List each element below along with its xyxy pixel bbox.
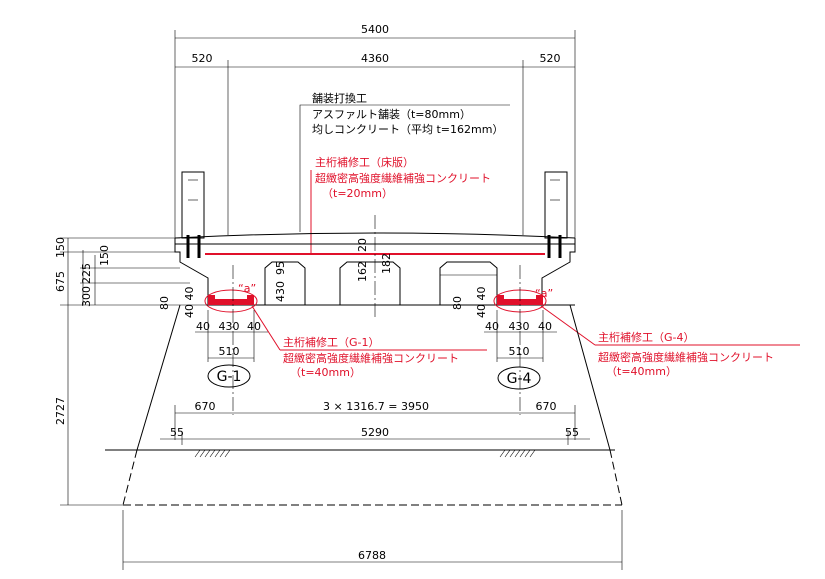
g4-bottom-dims: 40 430 40 510 G-4 (484, 310, 557, 390)
dim-4040-g4: 40 40 (475, 287, 488, 319)
dim-182: 182 (380, 253, 393, 274)
g4-dim-40b: 40 (538, 320, 552, 333)
dim-5290: 5290 (361, 426, 389, 439)
pavement-note: 舗装打換工 アスファルト舗装（t=80mm） 均しコンクリート（平均 t=162… (299, 91, 510, 232)
dim-670-left: 670 (195, 400, 216, 413)
g1-dim-40a: 40 (196, 320, 210, 333)
barrier-left (181, 171, 205, 258)
g1-dim-40b: 40 (247, 320, 261, 333)
top-dimensions: 5400 520 4360 520 (174, 23, 576, 240)
voids (264, 261, 498, 305)
dim-2727: 2727 (54, 397, 67, 425)
g1-dim-510: 510 (219, 345, 240, 358)
dim-4040-g1: 40 40 (183, 287, 196, 319)
dim-55-right: 55 (565, 426, 579, 439)
note-pavement-line2: 均しコンクリート（平均 t=162mm） (312, 123, 503, 136)
girder-g4-repair: “a” (493, 265, 596, 415)
note-g1-line2: （t=40mm） (290, 366, 361, 379)
note-g4-title: 主桁補修工（G-4） (598, 330, 695, 344)
girder-label-g4: G-4 (507, 371, 532, 387)
note-g1-line1: 超緻密高強度繊維補強コンクリート (283, 351, 459, 365)
dim-5400: 5400 (361, 23, 389, 36)
dim-6788: 6788 (358, 549, 386, 562)
g1-bottom-dims: 40 430 40 510 G-1 (195, 310, 268, 388)
dim-95: 95 (274, 261, 287, 275)
dim-150-haunch: 150 (98, 245, 111, 266)
dim-20: 20 (356, 238, 369, 252)
dim-520-left: 520 (192, 52, 213, 65)
note-pavement-line1: アスファルト舗装（t=80mm） (312, 107, 471, 121)
left-dimensions: 150 675 150 225 300 2727 80 40 40 430 95… (54, 237, 488, 506)
dim-675: 675 (54, 271, 67, 292)
dim-150: 150 (54, 237, 67, 258)
note-g1-title: 主桁補修工（G-1） (283, 335, 380, 349)
girder-label-g1: G-1 (217, 369, 242, 385)
dim-80-left: 80 (158, 296, 171, 310)
note-slab-title: 主桁補修工（床版） (315, 155, 414, 169)
detail-a-right: “a” (535, 287, 553, 300)
g1-repair-note: 主桁補修工（G-1） 超緻密高強度繊維補強コンクリート （t=40mm） (280, 335, 487, 379)
note-g4-line2: （t=40mm） (606, 365, 677, 378)
slab-repair-note: 主桁補修工（床版） 超緻密高強度繊維補強コンクリート （t=20mm） (310, 155, 491, 255)
dim-300: 300 (80, 286, 93, 307)
dim-spacing-3950: 3 × 1316.7 = 3950 (323, 400, 429, 413)
detail-a-left: “a” (238, 282, 256, 295)
g4-dim-430: 430 (509, 320, 530, 333)
dim-520-right: 520 (540, 52, 561, 65)
barrier-right (544, 171, 568, 258)
g4-repair-note: 主桁補修工（G-4） 超緻密高強度繊維補強コンクリート （t=40mm） (595, 330, 800, 378)
abutment: 6788 (105, 304, 623, 570)
note-pavement-title: 舗装打換工 (312, 91, 367, 105)
g4-dim-40a: 40 (485, 320, 499, 333)
dim-430-95: 430 (274, 281, 287, 302)
dim-55-left: 55 (170, 426, 184, 439)
dim-162: 162 (356, 261, 369, 282)
girder-g1-repair: “a” (204, 265, 281, 415)
spacing-dimensions: 670 3 × 1316.7 = 3950 670 55 5290 55 (160, 400, 590, 445)
dim-4360: 4360 (361, 52, 389, 65)
dim-225: 225 (80, 263, 93, 284)
dim-80-right: 80 (451, 296, 464, 310)
note-g4-line1: 超緻密高強度繊維補強コンクリート (598, 350, 774, 364)
g1-dim-430: 430 (219, 320, 240, 333)
g4-dim-510: 510 (509, 345, 530, 358)
dim-670-right: 670 (536, 400, 557, 413)
note-slab-line2: （t=20mm） (322, 187, 393, 200)
note-slab-line1: 超緻密高強度繊維補強コンクリート (315, 171, 491, 185)
